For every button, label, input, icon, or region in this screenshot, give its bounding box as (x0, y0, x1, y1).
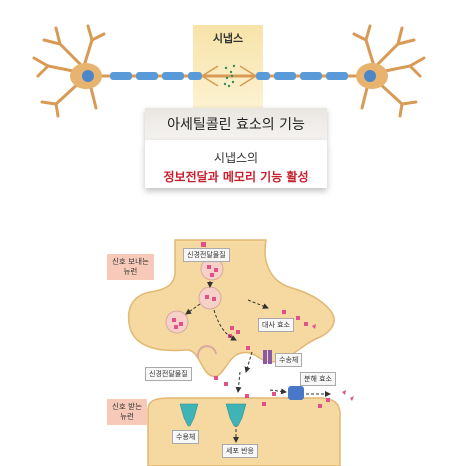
left-neuron (32, 24, 106, 118)
synapse-highlight (193, 25, 263, 116)
cell-response-label: 세포 반응 (222, 444, 258, 458)
myelin-sheath (110, 72, 348, 80)
degraded-fragments (312, 324, 354, 401)
transporter-label: 수송체 (275, 353, 303, 367)
metabolic-enzyme-label: 대사 효소 (258, 318, 294, 332)
synaptic-dots (223, 64, 236, 88)
neurotransmitter-label-mid: 신경전달물질 (145, 367, 192, 381)
axon-terminals (201, 65, 257, 87)
degrading-enzyme-shape (288, 386, 304, 400)
pathway-arrows (185, 247, 331, 443)
degrading-enzyme-label: 분해 효소 (300, 372, 336, 386)
page-title: 아세틸콜린 효소의 기능 (167, 117, 305, 133)
left-neuron-nucleus (82, 70, 94, 82)
receiving-neuron-label: 신호 받는 뉴런 (107, 399, 147, 425)
synapse-label: 시냅스 (212, 32, 244, 45)
postsynaptic-cell (147, 397, 341, 466)
receptor-2 (225, 403, 247, 427)
transporter-protein (263, 350, 272, 364)
receptor-label: 수용체 (172, 430, 200, 444)
title-box: 아세틸콜린 효소의 기능 (145, 108, 327, 140)
neurotransmitter-molecules (172, 242, 330, 408)
neuron-pair-illustration (32, 24, 426, 118)
sending-neuron-label: 신호 보내는 뉴런 (107, 254, 154, 280)
fusing-vesicle (196, 345, 217, 359)
presynaptic-terminal (127, 239, 335, 378)
vesicle-3 (165, 310, 189, 334)
highlight-text: 정보전달과 메모리 기능 활성 (163, 170, 309, 184)
description-box: 시냅스의 정보전달과 메모리 기능 활성 (145, 140, 327, 188)
receptor-1 (179, 403, 199, 427)
right-neuron-nucleus (364, 70, 376, 82)
description-text: 시냅스의 (213, 151, 259, 165)
neurotransmitter-label-top: 신경전달물질 (183, 248, 230, 262)
vesicle-2 (198, 286, 222, 310)
